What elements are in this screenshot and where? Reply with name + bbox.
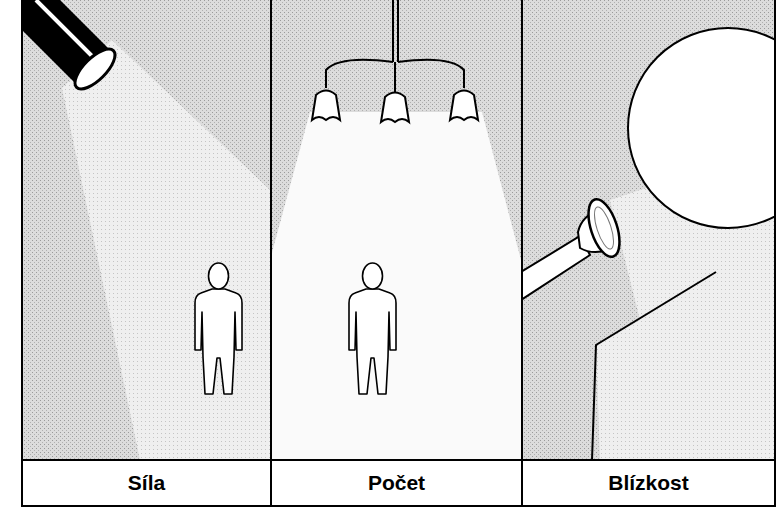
chandelier (312, 0, 478, 122)
illustration-panel: Síla (21, 0, 272, 507)
illustration-panel: Blízkost (521, 0, 776, 507)
close-object (628, 28, 774, 228)
label-cell: Blízkost (523, 459, 774, 505)
label-cell: Počet (272, 459, 521, 505)
surface-edge (592, 272, 716, 460)
person-figure (349, 263, 396, 394)
panel-label: Síla (128, 471, 165, 495)
person-figure (195, 263, 242, 394)
lamp (521, 195, 626, 300)
panel-background (270, 0, 521, 460)
light-cone (62, 40, 270, 460)
panel-background (22, 0, 270, 460)
panel-label: Blízkost (608, 471, 689, 495)
panel-label: Počet (368, 471, 425, 495)
spotlight (22, 0, 121, 95)
light-area (270, 112, 521, 460)
illustration-panel: Počet (270, 0, 523, 507)
label-cell: Síla (23, 459, 270, 505)
